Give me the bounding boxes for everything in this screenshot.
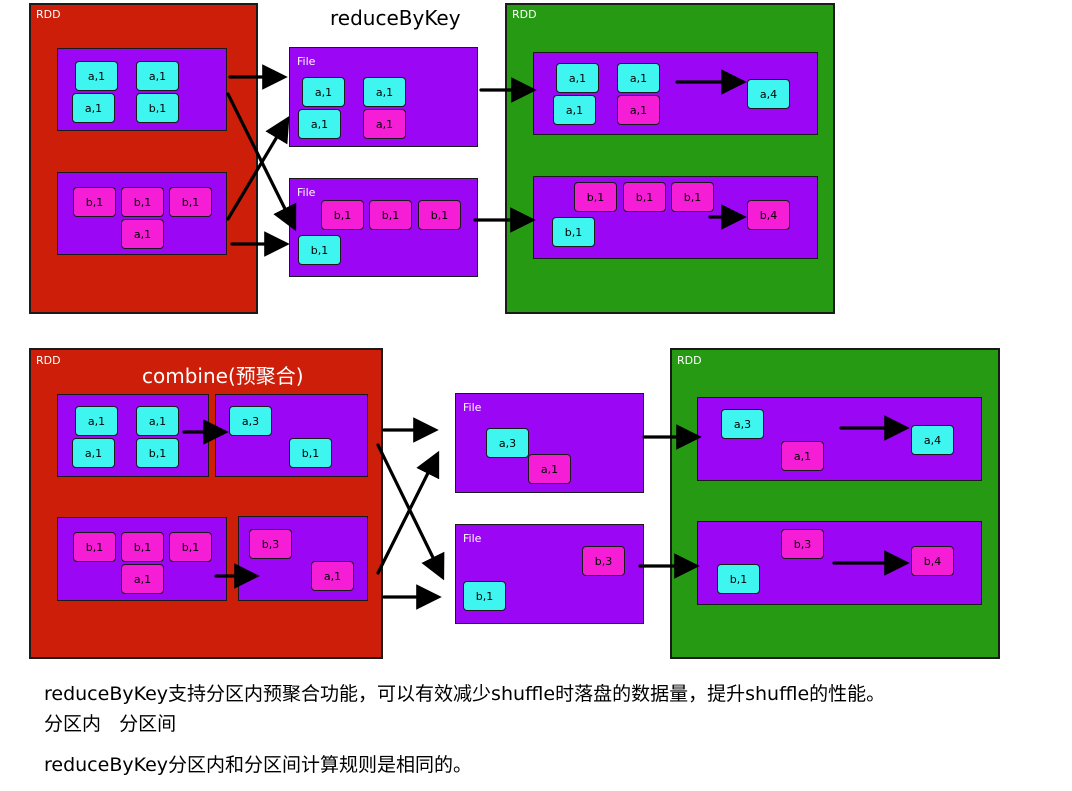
record-chip: b,1 <box>671 182 714 212</box>
record-chip: b,1 <box>463 581 506 611</box>
bottom-file-2-label: File <box>463 532 482 545</box>
record-chip: a,1 <box>363 109 406 139</box>
record-chip: b,1 <box>623 182 666 212</box>
record-chip: a,1 <box>136 61 179 91</box>
record-chip: a,1 <box>72 438 115 468</box>
record-chip: b,3 <box>582 546 625 576</box>
bottom-file-1-label: File <box>463 401 482 414</box>
top-file-1-label: File <box>297 55 316 68</box>
arrow <box>376 450 440 575</box>
record-chip: a,1 <box>302 77 345 107</box>
record-chip: b,3 <box>249 529 292 559</box>
record-chip: b,1 <box>136 438 179 468</box>
record-chip: b,1 <box>369 200 412 230</box>
record-chip: b,1 <box>73 187 116 217</box>
reducebykey-title: reduceByKey <box>330 6 461 30</box>
record-chip: a,1 <box>136 406 179 436</box>
caption-line-1: reduceByKey支持分区内预聚合功能，可以有效减少shuffle时落盘的数… <box>44 683 886 705</box>
arrow <box>226 92 297 232</box>
record-chip: a,1 <box>72 93 115 123</box>
record-chip: a,3 <box>486 428 529 458</box>
record-chip: b,1 <box>574 182 617 212</box>
top-target-rdd-label: RDD <box>512 8 537 21</box>
record-chip: a,1 <box>781 441 824 471</box>
caption-line-2: 分区内 分区间 <box>44 713 177 735</box>
record-chip: b,1 <box>136 93 179 123</box>
result-chip: a,4 <box>911 425 954 455</box>
record-chip: a,1 <box>556 63 599 93</box>
result-chip: b,4 <box>747 200 790 230</box>
bottom-source-rdd-label: RDD <box>36 354 61 367</box>
top-file-2-label: File <box>297 186 316 199</box>
record-chip: b,1 <box>717 564 760 594</box>
record-chip: a,1 <box>617 63 660 93</box>
result-chip: a,4 <box>747 79 790 109</box>
record-chip: a,1 <box>528 454 571 484</box>
record-chip: a,1 <box>75 406 118 436</box>
combine-title: combine(预聚合) <box>142 364 304 388</box>
record-chip: a,3 <box>229 406 272 436</box>
record-chip: b,1 <box>121 187 164 217</box>
record-chip: a,1 <box>363 77 406 107</box>
record-chip: b,3 <box>781 529 824 559</box>
record-chip: b,1 <box>321 200 364 230</box>
top-source-rdd-label: RDD <box>36 8 61 21</box>
record-chip: b,1 <box>298 235 341 265</box>
bottom-target-rdd-label: RDD <box>677 354 702 367</box>
caption-line-3: reduceByKey分区内和分区间计算规则是相同的。 <box>44 754 473 776</box>
record-chip: a,1 <box>75 61 118 91</box>
record-chip: b,1 <box>169 532 212 562</box>
record-chip: a,1 <box>121 219 164 249</box>
record-chip: b,1 <box>418 200 461 230</box>
record-chip: a,1 <box>311 561 354 591</box>
record-chip: a,1 <box>298 109 341 139</box>
record-chip: a,3 <box>721 409 764 439</box>
arrow <box>226 115 290 221</box>
record-chip: b,1 <box>121 532 164 562</box>
record-chip: a,1 <box>553 95 596 125</box>
record-chip: a,1 <box>121 564 164 594</box>
record-chip: b,1 <box>552 217 595 247</box>
result-chip: b,4 <box>911 546 954 576</box>
record-chip: a,1 <box>617 95 660 125</box>
record-chip: b,1 <box>73 532 116 562</box>
record-chip: b,1 <box>169 187 212 217</box>
record-chip: b,1 <box>289 438 332 468</box>
